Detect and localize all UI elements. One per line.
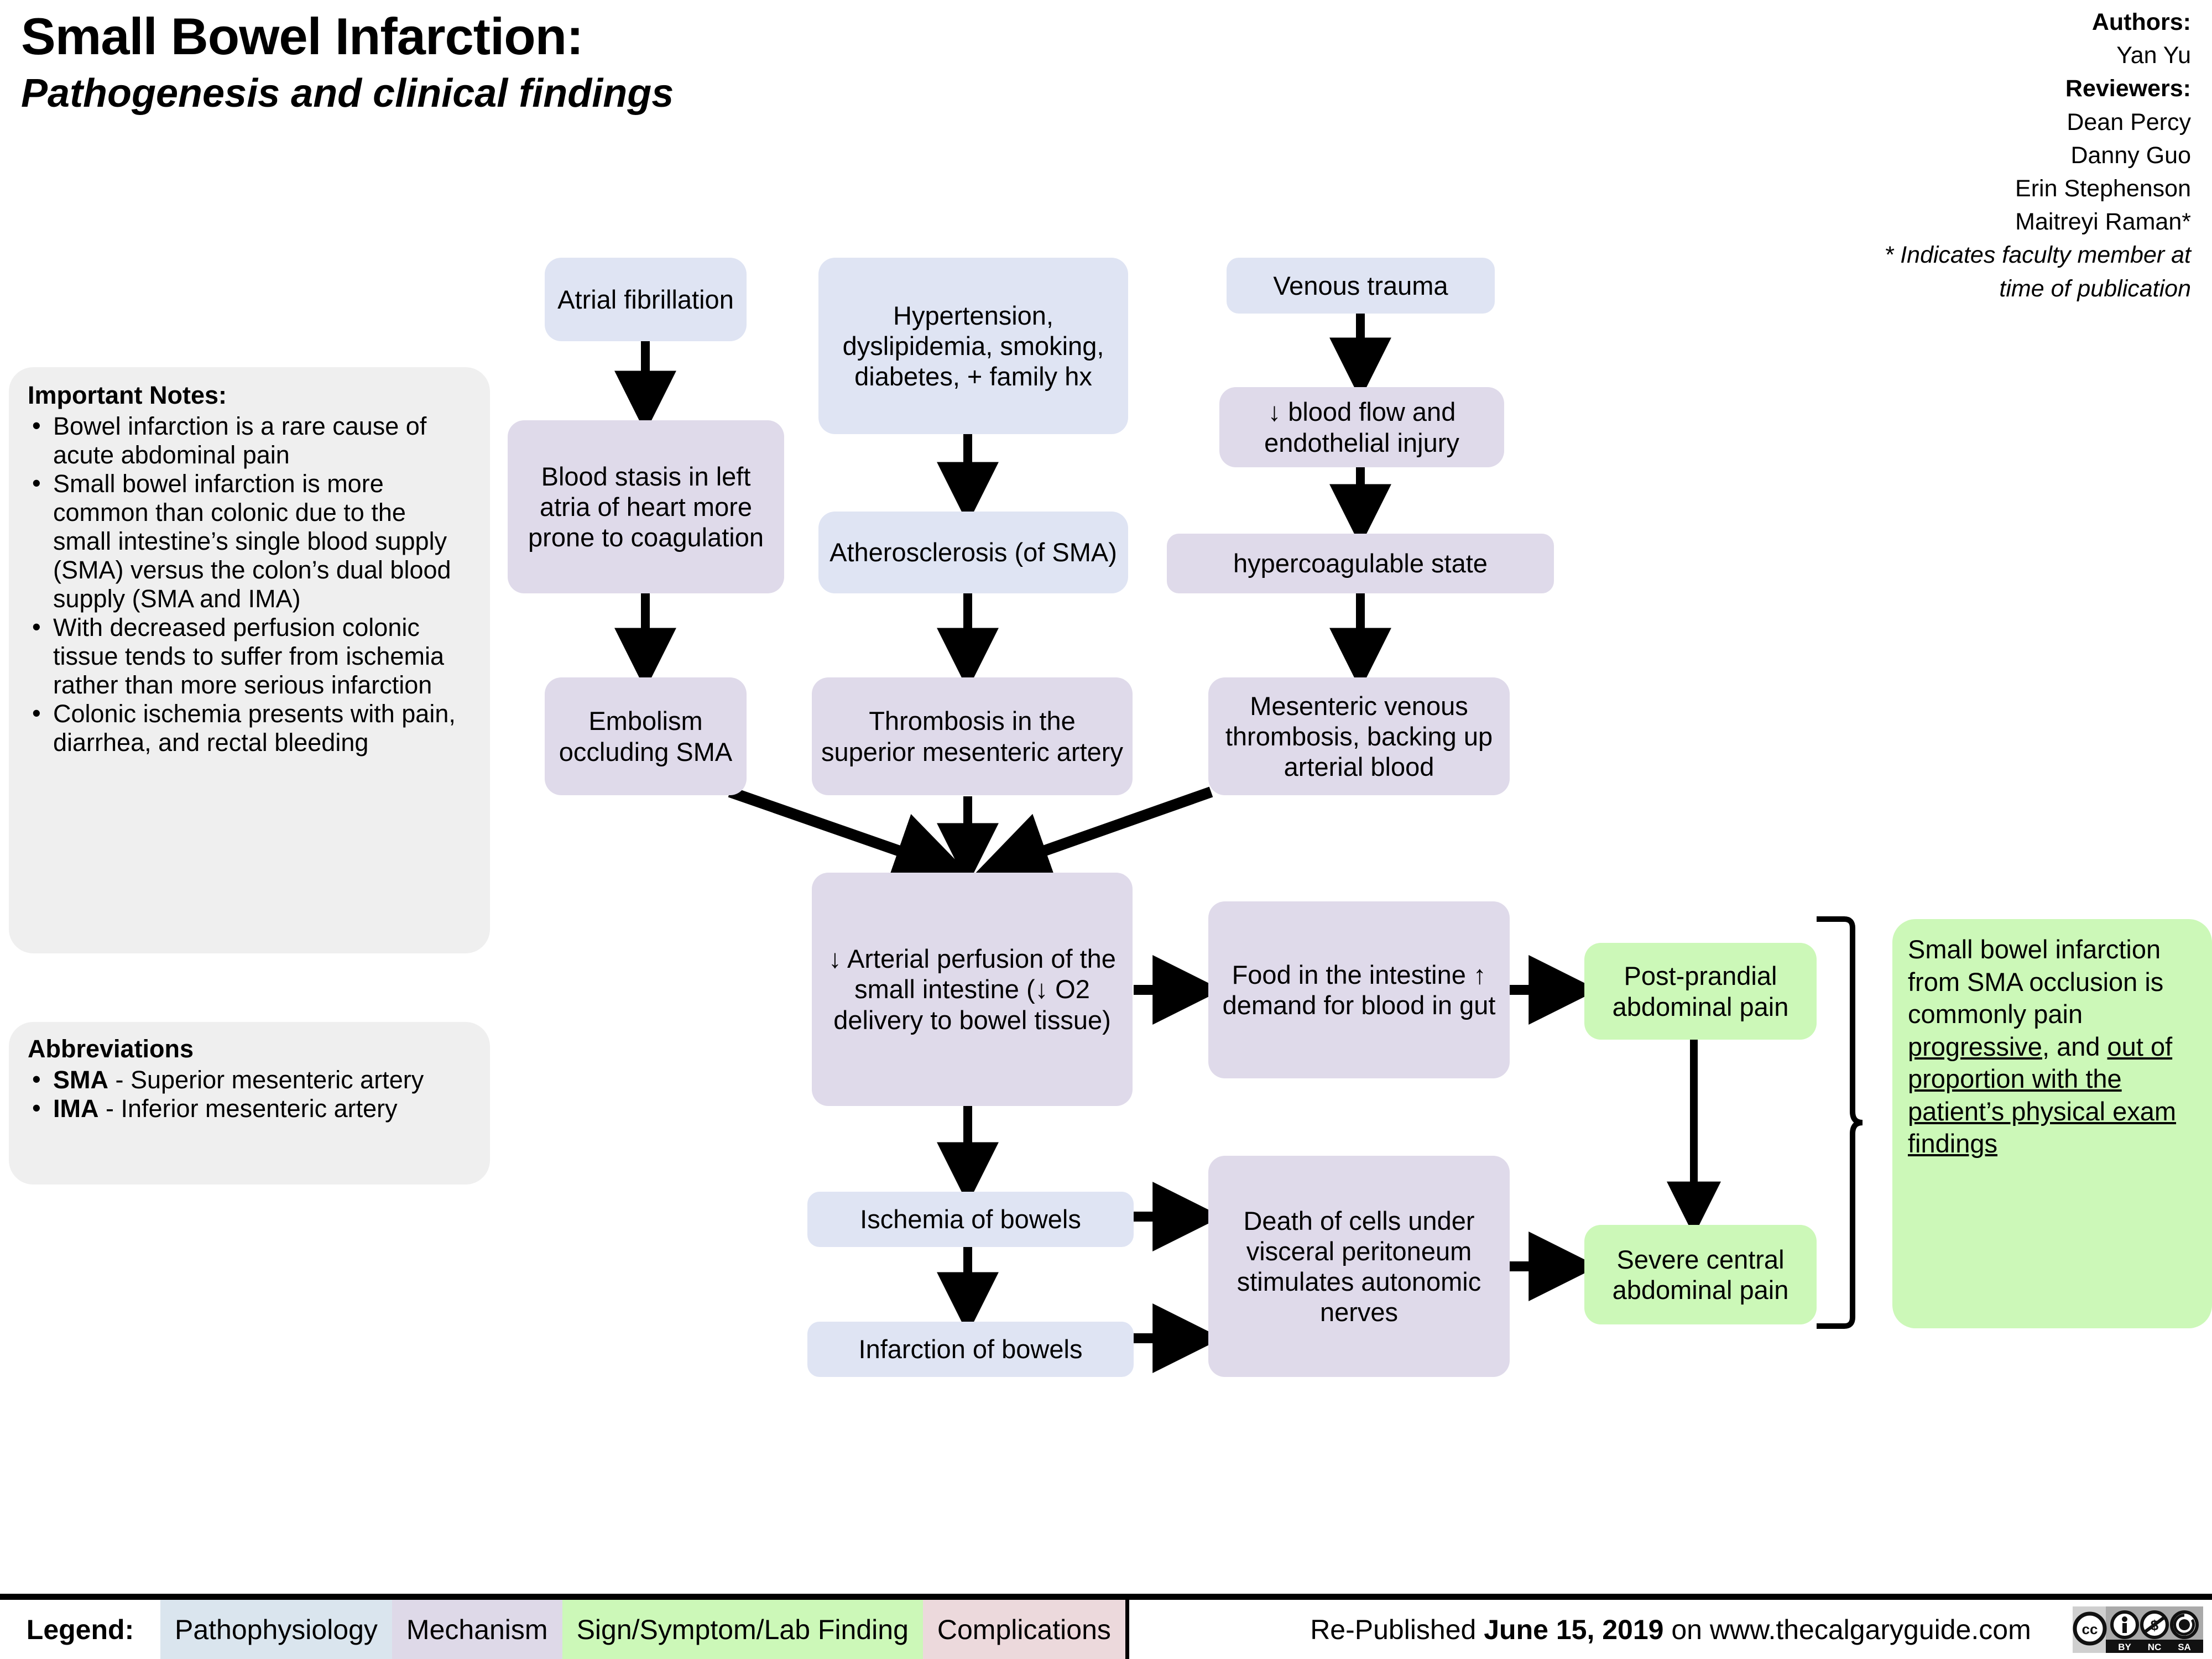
- reviewer-name: Danny Guo: [2070, 142, 2191, 169]
- abbr-expansion: Inferior mesenteric artery: [121, 1094, 398, 1123]
- abbr-dash: -: [108, 1065, 131, 1094]
- svg-text:cc: cc: [2082, 1621, 2098, 1637]
- svg-text:SA: SA: [2178, 1642, 2191, 1652]
- svg-text:BY: BY: [2118, 1642, 2131, 1652]
- node-embolism[interactable]: Embolism occluding SMA: [545, 677, 747, 795]
- svg-text:NC: NC: [2148, 1642, 2162, 1652]
- note-underline-progressive: progressive: [1908, 1031, 2042, 1061]
- abbreviations-list: SMA - Superior mesenteric artery IMA - I…: [28, 1065, 470, 1123]
- node-arterial-perfusion[interactable]: ↓ Arterial perfusion of the small intest…: [812, 873, 1133, 1106]
- note-mid-text: , and: [2042, 1031, 2107, 1061]
- list-item: Bowel infarction is a rare cause of acut…: [28, 411, 470, 469]
- note-lead-text: Small bowel infarction from SMA occlusio…: [1908, 935, 2164, 1029]
- abbr-expansion: Superior mesenteric artery: [131, 1065, 424, 1094]
- faculty-footnote-line1: * Indicates faculty member at: [1884, 242, 2191, 269]
- list-item: Colonic ischemia presents with pain, dia…: [28, 699, 470, 757]
- node-blood-flow-injury[interactable]: ↓ blood flow and endothelial injury: [1219, 387, 1504, 467]
- node-atherosclerosis[interactable]: Atherosclerosis (of SMA): [818, 512, 1128, 593]
- node-hypercoagulable-state[interactable]: hypercoagulable state: [1167, 534, 1554, 593]
- republish-prefix: Re-Published: [1310, 1614, 1484, 1645]
- note-underline-out-of-proportion: out of proportion with the patient’s phy…: [1908, 1031, 2177, 1159]
- authors-label: Authors:: [2091, 9, 2191, 35]
- republish-date: June 15, 2019: [1484, 1614, 1664, 1645]
- legend-item-sign-symptom[interactable]: Sign/Symptom/Lab Finding: [562, 1600, 923, 1659]
- abbreviations-panel: Abbreviations SMA - Superior mesenteric …: [9, 1022, 490, 1185]
- faculty-footnote-line2: time of publication: [1999, 275, 2191, 302]
- node-post-prandial-pain[interactable]: Post-prandial abdominal pain: [1584, 943, 1817, 1040]
- page-subtitle: Pathogenesis and clinical findings: [21, 71, 674, 116]
- node-risk-factors[interactable]: Hypertension, dyslipidemia, smoking, dia…: [818, 258, 1128, 434]
- list-item: SMA - Superior mesenteric artery: [28, 1065, 470, 1094]
- abbr-dash: -: [98, 1094, 121, 1123]
- legend-label: Legend:: [26, 1614, 134, 1645]
- republication-text: Re-Published June 15, 2019 on www.thecal…: [1310, 1614, 2031, 1646]
- node-infarction-of-bowels[interactable]: Infarction of bowels: [807, 1322, 1134, 1377]
- clinical-pearl-note: Small bowel infarction from SMA occlusio…: [1892, 919, 2212, 1328]
- abbr-sma: SMA: [53, 1065, 108, 1094]
- important-notes-list: Bowel infarction is a rare cause of acut…: [28, 411, 470, 757]
- authors-block: Authors: Yan Yu Reviewers: Dean Percy Da…: [1610, 6, 2191, 305]
- legend-item-complications[interactable]: Complications: [922, 1600, 1125, 1659]
- reviewer-name: Maitreyi Raman*: [2015, 208, 2191, 236]
- list-item: With decreased perfusion colonic tissue …: [28, 613, 470, 700]
- author-name: Yan Yu: [2116, 42, 2191, 69]
- reviewer-name: Erin Stephenson: [2015, 175, 2191, 202]
- node-atrial-fibrillation[interactable]: Atrial fibrillation: [545, 258, 747, 341]
- node-blood-stasis[interactable]: Blood stasis in left atria of heart more…: [508, 420, 784, 593]
- reviewer-name: Dean Percy: [2067, 108, 2191, 135]
- legend-item-pathophysiology[interactable]: Pathophysiology: [160, 1600, 392, 1659]
- node-ischemia-of-bowels[interactable]: Ischemia of bowels: [807, 1192, 1134, 1247]
- node-food-demand[interactable]: Food in the intestine ↑ demand for blood…: [1208, 901, 1510, 1078]
- node-cell-death[interactable]: Death of cells under visceral peritoneum…: [1208, 1156, 1510, 1377]
- node-severe-central-pain[interactable]: Severe central abdominal pain: [1584, 1225, 1817, 1324]
- node-mesenteric-venous-thrombosis[interactable]: Mesenteric venous thrombosis, backing up…: [1208, 677, 1510, 795]
- title-block: Small Bowel Infarction: Pathogenesis and…: [21, 10, 961, 114]
- page-title: Small Bowel Infarction:: [21, 7, 583, 65]
- node-thrombosis-sma[interactable]: Thrombosis in the superior mesenteric ar…: [812, 677, 1133, 795]
- important-notes-panel: Important Notes: Bowel infarction is a r…: [9, 367, 490, 953]
- node-venous-trauma[interactable]: Venous trauma: [1227, 258, 1495, 314]
- abbreviations-heading: Abbreviations: [28, 1035, 194, 1063]
- republish-suffix: on www.thecalgaryguide.com: [1663, 1614, 2031, 1645]
- footer-legend-bar: Legend: Pathophysiology Mechanism Sign/S…: [0, 1594, 2212, 1659]
- list-item: IMA - Inferior mesenteric artery: [28, 1094, 470, 1123]
- footer-publication-info: Re-Published June 15, 2019 on www.thecal…: [1125, 1600, 2212, 1659]
- list-item: Small bowel infarction is more common th…: [28, 469, 470, 613]
- creative-commons-license-icon[interactable]: cc $ BY NC SA: [2073, 1606, 2203, 1653]
- abbr-ima: IMA: [53, 1094, 99, 1123]
- important-notes-heading: Important Notes:: [28, 381, 227, 409]
- reviewers-label: Reviewers:: [2065, 75, 2191, 102]
- legend-item-mechanism[interactable]: Mechanism: [392, 1600, 562, 1659]
